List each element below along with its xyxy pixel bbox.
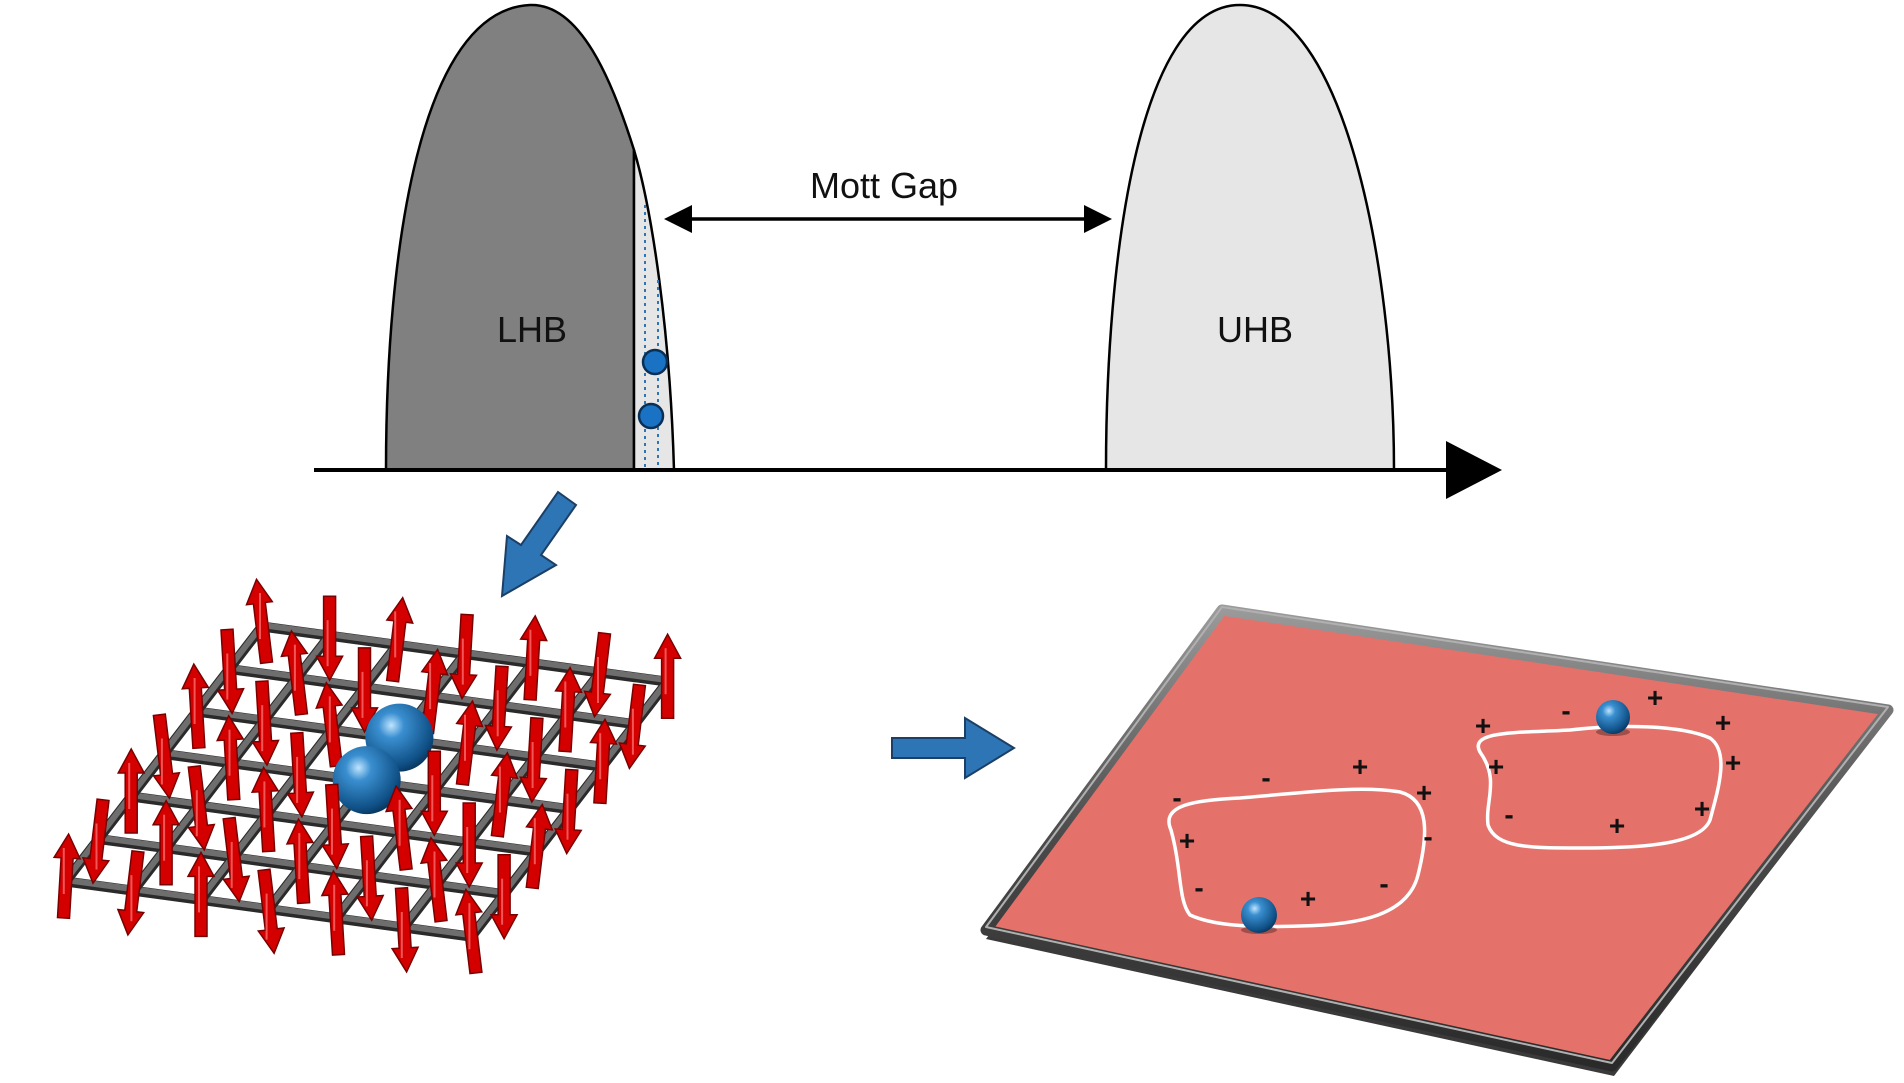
down-left-arrow xyxy=(500,490,578,598)
mott-gap-arrowhead-right xyxy=(1084,205,1112,233)
uhb-label: UHB xyxy=(1217,309,1293,350)
spin-up-arrow xyxy=(519,614,548,701)
spin-down-arrow xyxy=(187,764,216,852)
spin-down-arrow xyxy=(489,853,519,941)
loop-a-sign: + xyxy=(1300,883,1316,914)
energy-axis-arrowhead xyxy=(1446,441,1502,499)
loop-a-sign: - xyxy=(1261,762,1270,793)
loop-b-sign: - xyxy=(1561,695,1570,726)
loop-b-sign: + xyxy=(1609,810,1625,841)
spin-down-arrow xyxy=(286,731,315,819)
loop-a-sign: + xyxy=(1352,751,1368,782)
mott-gap-label: Mott Gap xyxy=(810,165,958,206)
hole-ball-a xyxy=(1241,897,1277,933)
spin-up-arrow xyxy=(52,832,82,920)
spin-up-arrow xyxy=(525,802,554,890)
lattice-hole-ball xyxy=(332,746,401,815)
loop-b-sign: + xyxy=(1488,751,1504,782)
loop-a-sign: + xyxy=(1179,825,1195,856)
plaquette-plate-panel: --+++--+--+++++-++ xyxy=(980,604,1894,1076)
spin-up-arrow xyxy=(151,799,181,886)
spin-down-arrow xyxy=(454,802,484,889)
loop-b xyxy=(1476,724,1723,850)
spin-up-arrow xyxy=(490,751,519,838)
loop-a-sign: - xyxy=(1423,821,1432,852)
spin-down-arrow xyxy=(315,595,344,682)
spin-up-arrow xyxy=(554,666,583,753)
lhb-label: LHB xyxy=(497,309,567,350)
right-arrow xyxy=(891,716,1016,780)
spin-down-arrow xyxy=(420,750,449,837)
lower-hubbard-band xyxy=(384,3,636,472)
spin-down-arrow xyxy=(390,886,420,974)
band-diagram: Mott Gap LHB UHB xyxy=(314,3,1502,499)
loop-b-sign: + xyxy=(1694,793,1710,824)
spin-down-arrow xyxy=(320,783,350,871)
spin-up-arrow xyxy=(186,850,216,938)
spin-up-arrow xyxy=(385,596,414,683)
spin-down-arrow xyxy=(222,816,251,904)
loop-b-sign: + xyxy=(1725,747,1741,778)
upper-hubbard-band xyxy=(1104,3,1396,472)
loop-a-sign: - xyxy=(1379,868,1388,899)
spin-down-arrow xyxy=(216,628,245,715)
plate-frame xyxy=(980,604,1894,1072)
plate-surface xyxy=(986,610,1888,1066)
plate-frame-highlight xyxy=(985,606,1889,1064)
spin-up-arrow xyxy=(589,717,618,805)
spin-down-arrow xyxy=(256,868,286,955)
hole-dot-1 xyxy=(641,348,669,376)
loop-b-sign: - xyxy=(1504,799,1513,830)
loop-a-sign: - xyxy=(1172,782,1181,813)
hole-dot-2 xyxy=(637,402,665,430)
spin-up-arrow xyxy=(455,699,484,787)
plaquette-signs: --+++--+--+++++-++ xyxy=(1172,682,1741,914)
hole-ball-b xyxy=(1596,700,1630,734)
antiferromagnetic-spin-lattice xyxy=(52,577,682,975)
loop-a-sign: - xyxy=(1194,872,1203,903)
mott-gap-arrowhead-left xyxy=(664,205,692,233)
loop-b-sign: + xyxy=(1647,682,1663,713)
spin-down-arrow xyxy=(355,835,385,922)
spin-up-arrow xyxy=(653,632,682,719)
spin-up-arrow xyxy=(116,747,146,834)
loop-b-sign: + xyxy=(1475,710,1491,741)
spin-down-arrow xyxy=(251,680,280,767)
loop-a-sign: + xyxy=(1416,777,1432,808)
loop-b-sign: + xyxy=(1715,707,1731,738)
spin-down-arrow xyxy=(152,713,181,800)
loop-a xyxy=(1167,787,1427,929)
